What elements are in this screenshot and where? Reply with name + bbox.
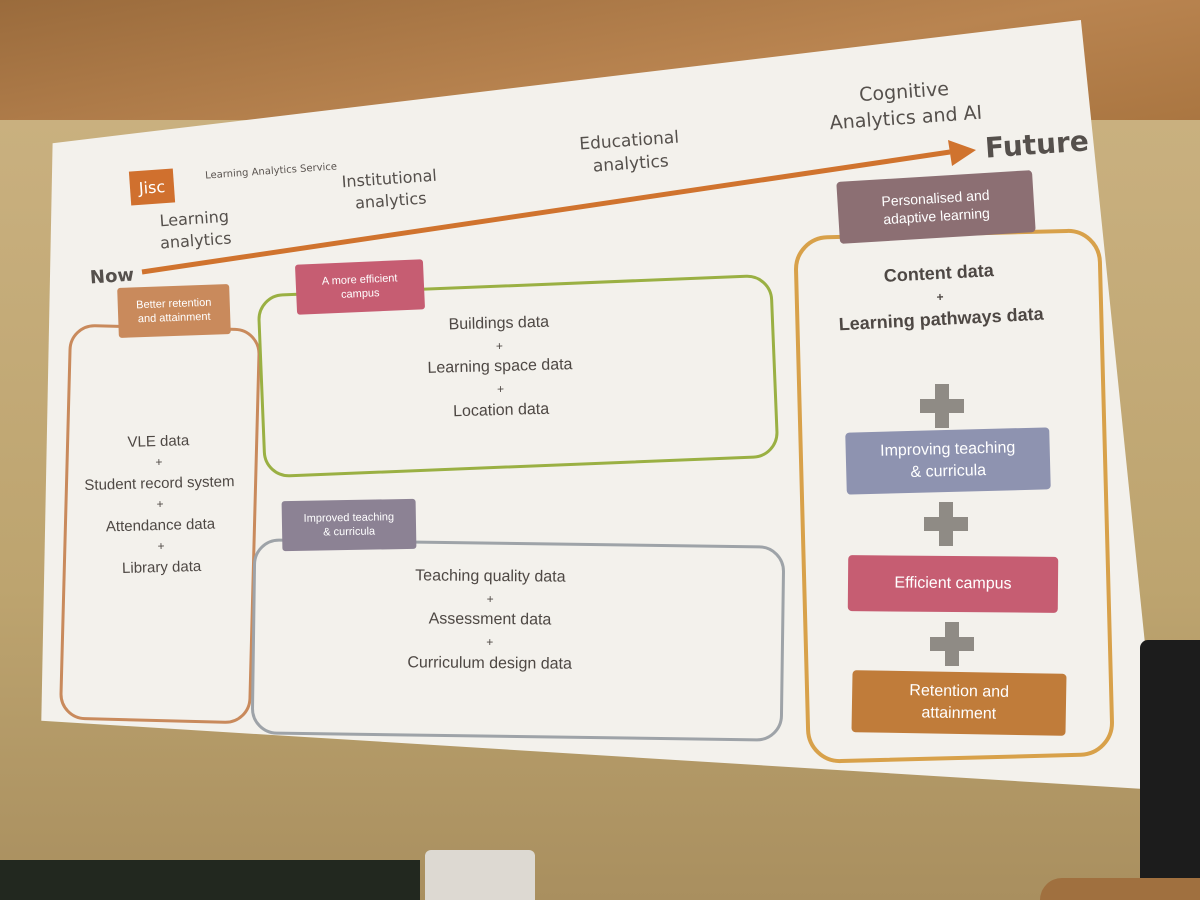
plus-icon bbox=[924, 502, 968, 546]
stage-learning-analytics: Learning analytics bbox=[158, 206, 233, 253]
timeline-start-label: Now bbox=[89, 264, 135, 289]
campus-tag: A more efficient campus bbox=[294, 259, 426, 315]
jisc-logo: Jisc bbox=[128, 168, 176, 206]
data-item-curriculum-design: Curriculum design data bbox=[407, 654, 572, 673]
stage-educational-analytics: Educational analytics bbox=[578, 127, 680, 177]
floor-strip bbox=[0, 860, 420, 900]
stage-cognitive-analytics: Cognitive Analytics and AI bbox=[828, 77, 983, 134]
plus-sign: + bbox=[486, 635, 494, 650]
table-edge bbox=[1040, 878, 1200, 900]
timeline-end-label: Future bbox=[983, 124, 1090, 165]
data-item-student-record: Student record system bbox=[84, 472, 235, 494]
chair bbox=[1140, 640, 1200, 900]
speaker-device bbox=[425, 850, 535, 900]
future-tag: Personalised and adaptive learning bbox=[836, 170, 1036, 244]
service-name: Learning Analytics Service bbox=[204, 161, 338, 182]
campus-data-list: Buildings data + Learning space data + L… bbox=[399, 309, 602, 426]
data-item-assessment: Assessment data bbox=[428, 610, 552, 629]
data-item-library: Library data bbox=[121, 557, 202, 577]
teaching-data-list: Teaching quality data + Assessment data … bbox=[380, 564, 601, 677]
data-item-teaching-quality: Teaching quality data bbox=[415, 567, 566, 586]
pill-improving-teaching: Improving teaching & curricula bbox=[845, 427, 1051, 495]
plus-icon bbox=[930, 622, 974, 666]
future-content-list: Content data + Learning pathways data bbox=[818, 254, 1062, 341]
plus-sign: + bbox=[486, 591, 494, 606]
teaching-tag: Improved teaching & curricula bbox=[281, 498, 417, 552]
pill-efficient-campus: Efficient campus bbox=[847, 555, 1059, 613]
retention-data-list: VLE data + Student record system + Atten… bbox=[68, 428, 252, 581]
pill-retention: Retention and attainment bbox=[851, 670, 1067, 736]
data-item-location: Location data bbox=[452, 400, 550, 421]
stage-institutional-analytics: Institutional analytics bbox=[341, 165, 438, 213]
retention-tag: Better retention and attainment bbox=[117, 284, 231, 338]
plus-icon bbox=[920, 384, 964, 428]
